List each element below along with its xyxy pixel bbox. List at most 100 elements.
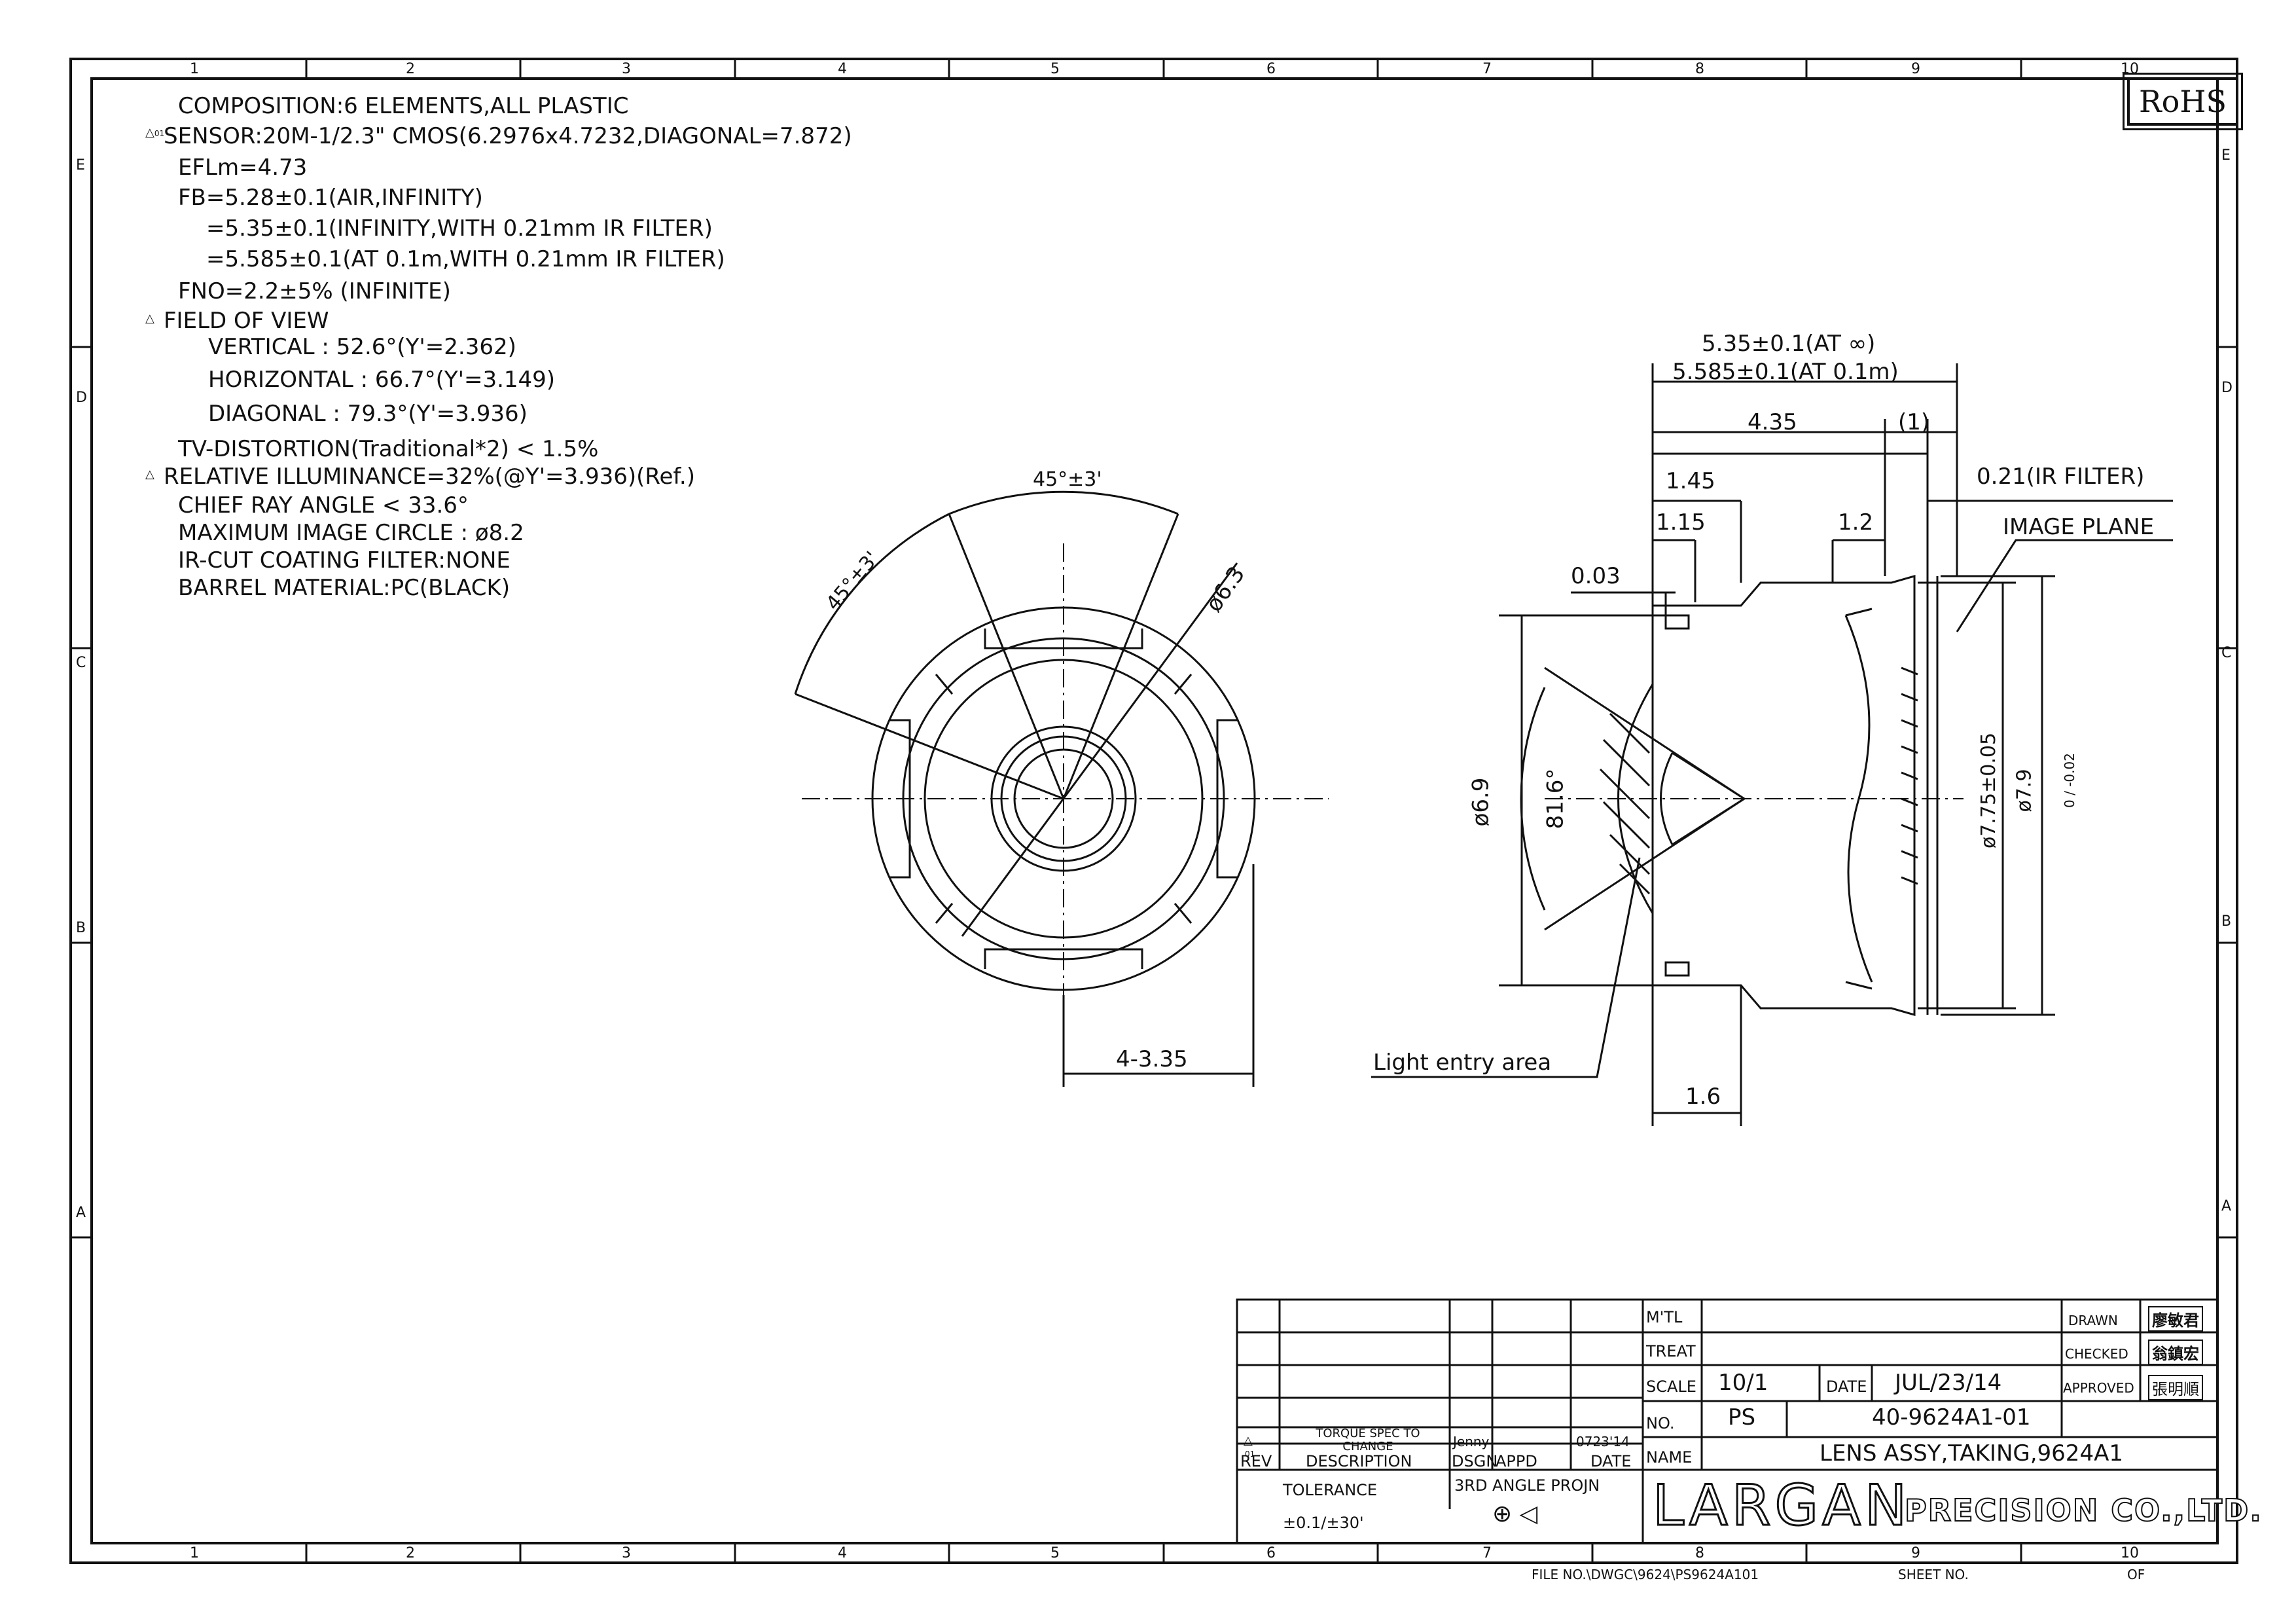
zone-col-3-bottom: 3 xyxy=(622,1545,631,1561)
tb-treat-label: TREAT xyxy=(1646,1342,1696,1360)
tb-file-number: FILE NO.\DWGC\9624\PS9624A101 xyxy=(1532,1567,1759,1582)
spec-fov: FIELD OF VIEW xyxy=(164,308,329,334)
side-ir-filter: 0.21(IR FILTER) xyxy=(1977,464,2145,490)
spec-max-image-circle: MAXIMUM IMAGE CIRCLE : ø8.2 xyxy=(178,520,524,546)
tb-drawn-label: DRAWN xyxy=(2068,1313,2118,1328)
tb-approved-label: APPROVED xyxy=(2063,1380,2134,1396)
zone-col-4: 4 xyxy=(838,61,847,77)
side-dim-79: ø7.9 xyxy=(2013,769,2036,812)
side-dim-115: 1.15 xyxy=(1656,509,1706,536)
spec-relative-illuminance: RELATIVE ILLUMINANCE=32%(@Y'=3.936)(Ref.… xyxy=(164,464,695,490)
spec-chief-ray-angle: CHIEF RAY ANGLE < 33.6° xyxy=(178,492,469,519)
zone-row-a-right: A xyxy=(2221,1198,2232,1214)
zone-col-7-bottom: 7 xyxy=(1482,1545,1492,1561)
side-light-entry: Light entry area xyxy=(1373,1049,1552,1076)
side-dim-12: 1.2 xyxy=(1838,509,1874,536)
zone-row-e: E xyxy=(76,157,85,173)
tb-header-date: DATE xyxy=(1590,1452,1632,1470)
tb-checked-label: CHECKED xyxy=(2065,1346,2128,1362)
tb-date-value: JUL/23/14 xyxy=(1895,1370,2002,1396)
zone-col-1-bottom: 1 xyxy=(190,1545,199,1561)
tb-projection: 3RD ANGLE PROJN xyxy=(1454,1476,1600,1495)
zone-col-8: 8 xyxy=(1695,61,1704,77)
zone-col-8-bottom: 8 xyxy=(1695,1545,1704,1561)
zone-col-6: 6 xyxy=(1266,61,1276,77)
tb-rev-number: 01 xyxy=(1245,1450,1255,1459)
zone-row-c: C xyxy=(76,655,86,671)
company-logo: LARGAN xyxy=(1651,1472,1911,1540)
tb-of: OF xyxy=(2127,1567,2145,1582)
zone-row-e-right: E xyxy=(2221,147,2231,164)
tb-tolerance-value: ±0.1/±30' xyxy=(1283,1514,1364,1532)
tb-no-label: NO. xyxy=(1646,1414,1675,1432)
zone-col-9: 9 xyxy=(1911,61,1920,77)
spec-fno: FNO=2.2±5% (INFINITE) xyxy=(178,278,451,304)
tb-scale-value: 10/1 xyxy=(1718,1370,1768,1396)
spec-fb-ir: =5.35±0.1(INFINITY,WITH 0.21mm IR FILTER… xyxy=(206,215,713,242)
side-filter-gap: (1) xyxy=(1898,409,1930,435)
projection-symbol-icon: ⊕ ◁ xyxy=(1492,1501,1538,1527)
zone-row-a: A xyxy=(76,1205,86,1221)
side-dim-775: ø7.75±0.05 xyxy=(1977,732,2001,849)
revision-mark: 01 xyxy=(154,129,165,138)
front-width: 4-3.35 xyxy=(1116,1046,1188,1072)
zone-col-5: 5 xyxy=(1050,61,1060,77)
spec-tv-distortion: TV-DISTORTION(Traditional*2) < 1.5% xyxy=(178,436,599,462)
tb-header-dsgn: DSGN xyxy=(1452,1452,1498,1470)
side-length: 4.35 xyxy=(1748,409,1797,435)
spec-efl: EFLm=4.73 xyxy=(178,155,308,181)
side-dim-145: 1.45 xyxy=(1666,468,1715,494)
tb-header-description: DESCRIPTION xyxy=(1306,1452,1412,1470)
spec-composition: COMPOSITION:6 ELEMENTS,ALL PLASTIC xyxy=(178,93,629,119)
zone-col-7: 7 xyxy=(1482,61,1492,77)
spec-fov-vertical: VERTICAL : 52.6°(Y'=2.362) xyxy=(208,334,516,360)
spec-barrel-material: BARREL MATERIAL:PC(BLACK) xyxy=(178,575,511,601)
side-image-plane: IMAGE PLANE xyxy=(2003,514,2155,540)
zone-col-10: 10 xyxy=(2121,61,2139,77)
zone-col-6-bottom: 6 xyxy=(1266,1545,1276,1561)
tb-drawn-signature: 廖敏君 xyxy=(2148,1306,2203,1332)
tb-tolerance-label: TOLERANCE xyxy=(1283,1481,1378,1499)
zone-row-b-right: B xyxy=(2221,913,2232,930)
side-dim-79-tolerance: 0 / -0.02 xyxy=(2061,753,2077,808)
zone-row-d: D xyxy=(76,390,87,406)
front-angle-top: 45°±3' xyxy=(1033,468,1102,491)
revision-triangle-icon: △ xyxy=(145,312,154,325)
tb-date-label: DATE xyxy=(1826,1377,1867,1396)
tb-name-label: NAME xyxy=(1646,1448,1693,1467)
revision-triangle-icon: △01 xyxy=(145,126,165,139)
zone-col-2-bottom: 2 xyxy=(406,1545,415,1561)
spec-fov-horizontal: HORIZONTAL : 66.7°(Y'=3.149) xyxy=(208,367,556,393)
tb-rev-description: TORQUE SPEC TO CHANGE xyxy=(1316,1427,1420,1453)
tb-sheet-number: SHEET NO. xyxy=(1898,1567,1969,1582)
spec-sensor: SENSOR:20M-1/2.3" CMOS(6.2976x4.7232,DIA… xyxy=(164,123,852,149)
zone-col-4-bottom: 4 xyxy=(838,1545,847,1561)
tb-rev-date: 0723'14 xyxy=(1576,1434,1630,1450)
rohs-badge: RoHS xyxy=(2123,73,2243,130)
spec-fov-diagonal: DIAGONAL : 79.3°(Y'=3.936) xyxy=(208,401,528,427)
side-angle: 81.6° xyxy=(1542,768,1569,830)
side-dim-003: 0.03 xyxy=(1571,563,1621,589)
zone-row-b: B xyxy=(76,920,86,936)
zone-col-9-bottom: 9 xyxy=(1911,1545,1920,1561)
zone-col-5-bottom: 5 xyxy=(1050,1545,1060,1561)
tb-scale-label: SCALE xyxy=(1646,1377,1696,1396)
side-fb-infinity: 5.35±0.1(AT ∞) xyxy=(1702,331,1876,357)
tb-part-name: LENS ASSY,TAKING,9624A1 xyxy=(1820,1440,2123,1467)
tb-part-number: 40-9624A1-01 xyxy=(1872,1404,2031,1431)
tb-header-appd: APPD xyxy=(1496,1452,1537,1470)
zone-row-d-right: D xyxy=(2221,380,2233,396)
revision-triangle-icon: △ xyxy=(145,467,154,481)
tb-rev-designer: Jenny xyxy=(1453,1434,1490,1450)
tb-ps: PS xyxy=(1728,1404,1756,1431)
zone-col-1: 1 xyxy=(190,61,199,77)
tb-material-label: M'TL xyxy=(1646,1308,1683,1326)
side-dim-16: 1.6 xyxy=(1685,1084,1721,1110)
tb-approved-signature: 張明順 xyxy=(2148,1375,2203,1400)
side-dim-69: ø6.9 xyxy=(1467,777,1494,827)
spec-fb-near: =5.585±0.1(AT 0.1m,WITH 0.21mm IR FILTER… xyxy=(206,246,725,272)
side-fb-near: 5.585±0.1(AT 0.1m) xyxy=(1672,359,1899,385)
spec-ir-cut: IR-CUT COATING FILTER:NONE xyxy=(178,547,511,574)
zone-col-3: 3 xyxy=(622,61,631,77)
